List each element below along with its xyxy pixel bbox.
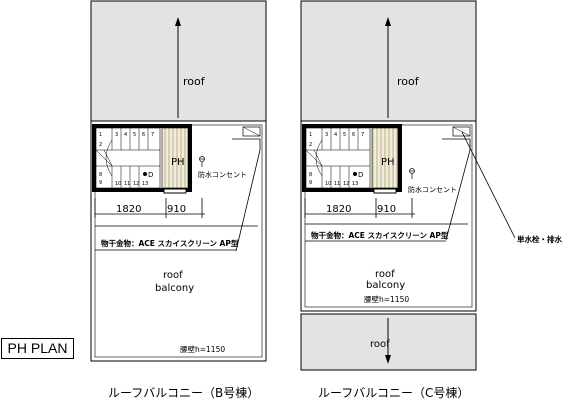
svg-text:2: 2 [309,142,312,148]
svg-text:7: 7 [361,132,364,138]
dim-right-c: 910 [377,204,396,215]
roof-label-b: roof [183,75,206,88]
balcony-roof-label-c: roof [375,269,395,280]
outlet-label-c: 防水コンセント [408,185,457,194]
door-c [373,188,397,194]
balcony-outline-c [300,120,477,312]
svg-text:11: 11 [124,181,130,187]
svg-text:8: 8 [309,172,312,178]
outlet-label-b: 防水コンセント [198,170,247,179]
caption-unit-b: ルーフバルコニー（B号棟） [108,386,260,400]
dim-left-b: 1820 [116,204,141,215]
stair-treads-b [95,128,160,188]
svg-text:4: 4 [124,132,127,138]
d-symbol-c [353,172,357,176]
staircase-c [305,127,371,189]
svg-text:3: 3 [115,132,118,138]
svg-text:10: 10 [115,181,121,187]
svg-text:1: 1 [309,132,312,138]
svg-text:1: 1 [99,132,102,138]
balcony-outline-b [90,120,267,362]
svg-text:9: 9 [309,180,312,186]
ph-label-c: PH [381,157,395,168]
drain-box-mark-b [242,126,261,137]
door-b [163,188,187,194]
drying-rail-b [232,138,261,252]
roof-label-c: roof [397,75,420,88]
balcony-roof-label-b: roof [163,270,183,281]
balcony-label-b: balcony [155,283,194,294]
svg-text:12: 12 [343,181,349,187]
d-symbol-b [143,172,147,176]
svg-text:8: 8 [99,172,102,178]
roof-arrowhead-c [385,17,391,26]
hatched-landing-b [161,127,189,189]
d-label-b: D [148,171,153,179]
callout-leader-c [461,131,516,239]
dim-right-b: 910 [167,204,186,215]
svg-text:5: 5 [133,132,136,138]
fitting-label-b: 物干金物：ACE スカイスクリーン AP型 [101,238,239,248]
parapet-label-b: 腰壁h=1150 [180,344,225,354]
roof-bottom-label-c: roof [370,339,390,350]
parapet-label-c: 腰壁h=1150 [364,294,409,304]
svg-text:4: 4 [334,132,337,138]
svg-text:13: 13 [352,181,358,187]
svg-text:5: 5 [343,132,346,138]
outlet-symbol-c [409,168,415,179]
svg-text:12: 12 [133,181,139,187]
balcony-label-c: balcony [366,280,405,291]
d-label-c: D [358,171,363,179]
staircase-b [95,127,161,189]
roof-arrowhead-b [175,17,181,26]
callout-label-c: 単水栓・排水 [517,234,562,244]
svg-text:9: 9 [99,180,102,186]
ph-label-b: PH [171,157,185,168]
dim-left-c: 1820 [326,204,351,215]
caption-unit-c: ルーフバルコニー（C号棟） [318,386,470,400]
outlet-symbol-b [199,156,205,167]
svg-text:11: 11 [334,181,340,187]
svg-text:2: 2 [99,142,102,148]
stair-treads-c [305,128,370,188]
drying-rail-c [442,138,471,241]
drain-box-mark-c [452,126,471,137]
svg-text:6: 6 [142,132,145,138]
svg-text:13: 13 [142,181,148,187]
svg-text:10: 10 [325,181,331,187]
svg-text:3: 3 [325,132,328,138]
fitting-label-c: 物干金物：ACE スカイスクリーン AP型 [311,230,449,240]
plan-title-box: PH PLAN [1,338,74,359]
hatched-landing-c [371,127,399,189]
roof-arrowhead-c-bottom [385,355,391,364]
svg-text:7: 7 [151,132,154,138]
svg-text:6: 6 [352,132,355,138]
